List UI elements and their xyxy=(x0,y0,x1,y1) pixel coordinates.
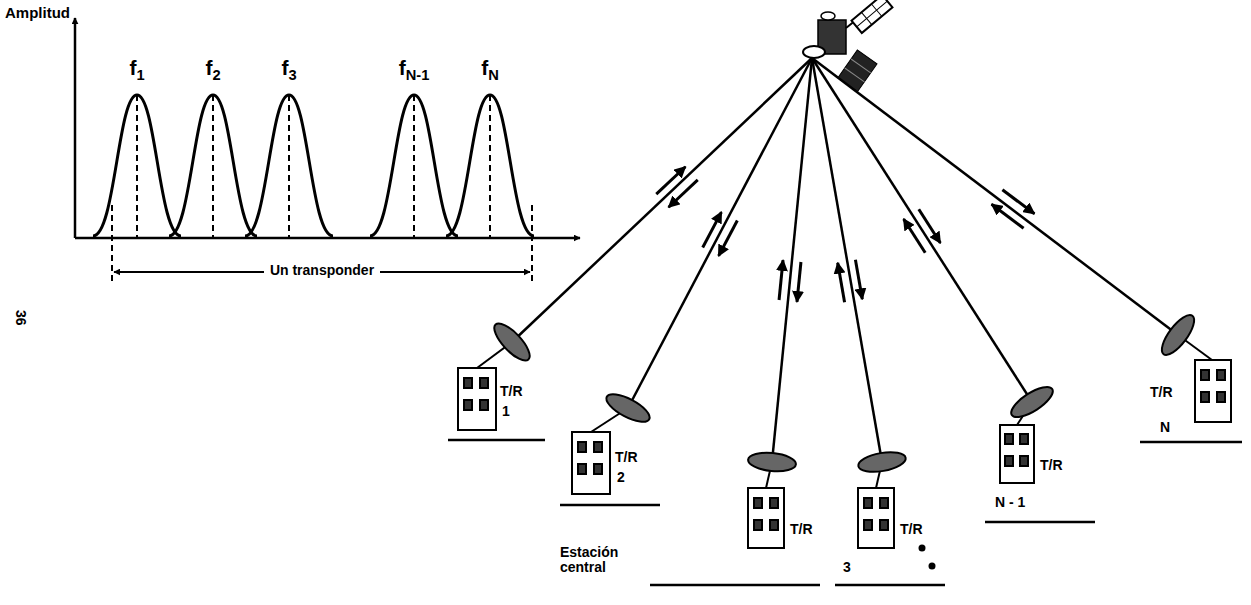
station-name: Estación central xyxy=(560,545,640,576)
station-label: T/R xyxy=(900,522,923,537)
station-number: 2 xyxy=(617,470,625,485)
axis-label: Amplitud xyxy=(5,5,70,22)
station-number: N - 1 xyxy=(995,495,1025,510)
continuation-dots xyxy=(919,545,936,570)
span-label: Un transponder xyxy=(264,263,380,278)
symbol: f xyxy=(481,56,488,79)
subscript: N xyxy=(488,67,499,83)
link-direction-arrows xyxy=(656,167,1034,303)
station-label: T/R xyxy=(500,384,523,399)
spectrum-axes xyxy=(75,18,580,238)
station-label: T/R xyxy=(1040,458,1063,473)
carrier-label: fN xyxy=(481,56,499,79)
carrier-label: f1 xyxy=(129,56,144,79)
subscript: 1 xyxy=(136,67,144,83)
symbol: f xyxy=(129,56,136,79)
symbol: f xyxy=(281,56,288,79)
station-label: T/R xyxy=(615,450,638,465)
station-number: 1 xyxy=(502,404,510,419)
carrier-label: f3 xyxy=(281,56,296,79)
subscript: 2 xyxy=(212,67,220,83)
station-label: T/R xyxy=(790,522,813,537)
station-label: T/R xyxy=(1150,385,1173,400)
earth-station xyxy=(650,451,820,585)
symbol: f xyxy=(399,56,406,79)
earth-station xyxy=(448,318,545,440)
page-number: 36 xyxy=(13,310,28,326)
carrier-label: f2 xyxy=(205,56,220,79)
subscript: N-1 xyxy=(406,67,430,83)
earth-station xyxy=(985,381,1095,522)
radio-links xyxy=(512,58,1178,462)
carrier-curves xyxy=(93,95,534,236)
subscript: 3 xyxy=(288,67,296,83)
earth-station xyxy=(835,449,945,585)
carrier-label: fN-1 xyxy=(399,56,430,79)
earth-station xyxy=(1140,310,1242,442)
earth-station xyxy=(560,389,660,505)
station-number: 3 xyxy=(843,560,851,575)
center-lines xyxy=(112,95,532,284)
station-number: N xyxy=(1160,420,1170,435)
symbol: f xyxy=(205,56,212,79)
